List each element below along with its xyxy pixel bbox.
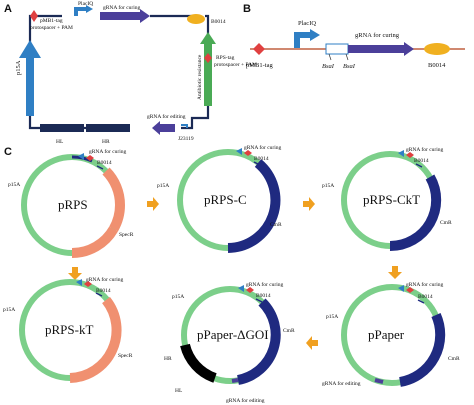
flow-arrow-prps-to-c xyxy=(147,197,159,211)
prps-grna-label: gRNA for curing xyxy=(89,148,127,155)
a-hl-label: HL xyxy=(56,139,64,145)
prps-marker-label: SpecR xyxy=(119,232,134,238)
a-pmb1-tag-sub: protospacer + PAM xyxy=(30,25,73,31)
ppaper-dgoi-p15a-label: p15A xyxy=(172,294,184,300)
b-bsai-label-1: BsaI xyxy=(322,63,335,70)
panel-c-label: C xyxy=(4,146,12,158)
prps-ckt-marker-label: CmR xyxy=(440,220,452,226)
b-placiq-label: PlacIQ xyxy=(298,20,316,27)
prps-ckt-name: pRPS-CkT xyxy=(363,192,420,207)
b-b0014-label: B0014 xyxy=(428,62,446,69)
prps-c-name: pRPS-C xyxy=(204,192,247,207)
prps-ckt-b0014-label: B0014 xyxy=(414,158,429,164)
b-pmb1-tag-label: pMB1-tag xyxy=(246,62,273,69)
ppaper-dgoi-grna-editing-label: gRNA for editing xyxy=(226,397,265,404)
a-pmb1-tag-label: pMB1-tag xyxy=(40,18,63,24)
a-placiq-label: PlacIQ xyxy=(78,1,93,7)
prps-c-p15a-label: p15A xyxy=(157,183,169,189)
flow-arrow-ckt-to-ppaper xyxy=(388,266,402,279)
flow-arrow-c-to-ckt xyxy=(303,197,315,211)
ppaper-p15a-label: p15A xyxy=(326,314,338,320)
flow-arrow-prps-to-kt xyxy=(68,267,82,280)
pmb1-tag-diamond xyxy=(30,10,38,22)
ppaper-dgoi-hr-label: HR xyxy=(164,356,172,362)
ppaper-name: pPaper xyxy=(368,327,405,342)
rps-tag-diamond xyxy=(204,53,212,63)
b-grna-curing-label: gRNA for curing xyxy=(355,32,400,39)
panel-b-label: B xyxy=(243,3,251,15)
a-rps-tag-label: RPS-tag xyxy=(216,55,235,61)
ppaper-dgoi-grna-label: gRNA for curing xyxy=(246,281,284,288)
a-grna-editing-arrow xyxy=(152,121,175,135)
prps-c-b0014-label: B0014 xyxy=(254,156,269,162)
ppaper-grna-editing-label: gRNA for editing xyxy=(322,380,361,387)
a-grna-curing-label: gRNA for curing xyxy=(103,4,141,11)
plasmid-ppaper-dgoi: pPaper-ΔGOI p15A gRNA for curing B0014 C… xyxy=(164,281,295,404)
ppaper-grna-label: gRNA for curing xyxy=(406,281,444,288)
ppaper-dgoi-b0014-label: B0014 xyxy=(256,293,271,299)
prps-ckt-p15a-label: p15A xyxy=(322,183,334,189)
a-b0014-label: B0014 xyxy=(211,19,226,25)
ppaper-dgoi-name: pPaper-ΔGOI xyxy=(197,327,269,342)
a-grna-curing-bar xyxy=(100,12,140,20)
prps-kt-name: pRPS-kT xyxy=(45,322,93,337)
a-b0014-terminator xyxy=(187,14,205,24)
panel-b-map: pMB1-tag PlacIQ BsaI BsaI gRNA for curin… xyxy=(246,20,465,70)
panel-a-label: A xyxy=(4,3,12,15)
a-j23119-label: J23119 xyxy=(178,136,194,142)
b-pmb1-tag-diamond xyxy=(253,43,265,55)
a-placiq-promoter-icon xyxy=(74,7,86,16)
plasmid-prps-c: pRPS-C p15A gRNA for curing B0014 CmR xyxy=(157,144,282,253)
prps-ckt-grna-label: gRNA for curing xyxy=(406,146,444,153)
flow-arrows xyxy=(68,197,402,350)
a-hl-block xyxy=(40,124,84,132)
ppaper-dgoi-hl-label: HL xyxy=(175,388,183,394)
prps-b0014-label: B0014 xyxy=(97,160,112,166)
plasmid-prps-ckt: pRPS-CkT p15A gRNA for curing B0014 CmR xyxy=(322,146,452,252)
prps-p15a-label: p15A xyxy=(8,182,20,188)
ppaper-dgoi-marker-label: CmR xyxy=(283,328,295,334)
b-bsai-insert-box xyxy=(325,43,349,55)
a-p15a-arrow xyxy=(19,40,41,116)
prps-c-grna-label: gRNA for curing xyxy=(244,144,282,151)
a-grna-editing-label: gRNA for editing xyxy=(147,113,186,120)
prps-kt-b0014-label: B0014 xyxy=(96,288,111,294)
prps-kt-marker-label: SpecR xyxy=(118,353,133,359)
a-antibiotic-label: Antibiotic resistance xyxy=(197,54,203,100)
b-grna-curing-bar xyxy=(348,45,404,53)
plasmid-prps-kt: pRPS-kT p15A gRNA for curing B0014 SpecR xyxy=(3,276,133,383)
a-antibiotic-bar xyxy=(204,44,212,106)
prps-name: pRPS xyxy=(58,197,88,212)
a-hr-block xyxy=(86,124,130,132)
prps-c-marker-label: CmR xyxy=(270,222,282,228)
prps-kt-grna-label: gRNA for curing xyxy=(86,276,124,283)
a-rps-tag-sub: protospacer + PAM xyxy=(214,62,257,68)
ppaper-marker-label: CmR xyxy=(448,356,460,362)
a-p15a-label: p15A xyxy=(15,60,22,75)
panel-a-map: pMB1-tag protospacer + PAM PlacIQ gRNA f… xyxy=(15,1,257,145)
prps-kt-p15a-label: p15A xyxy=(3,307,15,313)
b-bsai-label-2: BsaI xyxy=(343,63,356,70)
b-b0014-terminator xyxy=(424,43,450,55)
b-placiq-promoter-icon xyxy=(294,32,310,48)
ppaper-b0014-label: B0014 xyxy=(418,294,433,300)
plasmid-prps: pRPS p15A gRNA for curing B0014 SpecR xyxy=(8,148,134,259)
flow-arrow-ppaper-to-dgoi xyxy=(306,336,318,350)
plasmid-ppaper: pPaper p15A gRNA for curing B0014 CmR gR… xyxy=(322,281,460,387)
a-hr-label: HR xyxy=(102,139,110,145)
